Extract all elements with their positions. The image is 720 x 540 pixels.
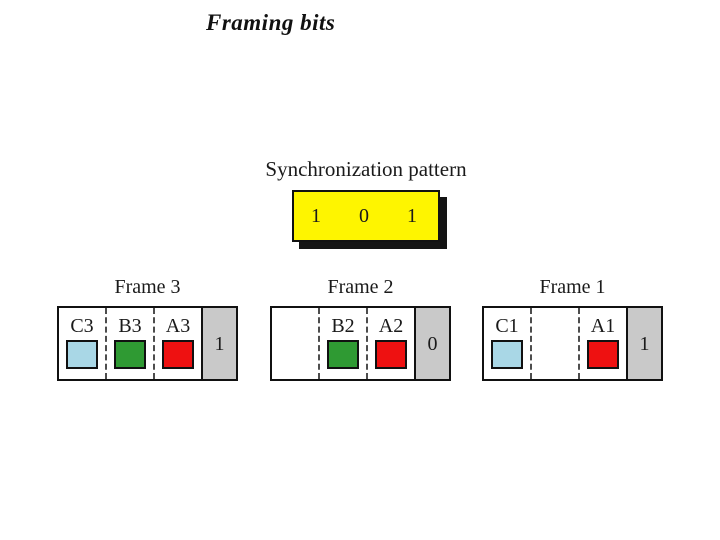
color-square xyxy=(162,340,194,369)
sync-bit: 1 xyxy=(407,205,417,227)
frame-cell: A1 xyxy=(580,308,626,379)
framing-bit-value: 0 xyxy=(427,332,438,355)
framing-bit-value: 1 xyxy=(639,332,650,355)
sync-pattern-box: 1 0 1 xyxy=(292,190,440,242)
cell-label: B3 xyxy=(118,315,142,337)
cell-label: A1 xyxy=(590,315,616,337)
framing-bit-cell: 0 xyxy=(414,308,449,379)
frame-cell xyxy=(532,308,580,379)
cell-label: A3 xyxy=(165,315,191,337)
frame-box: B2 A2 0 xyxy=(270,306,451,381)
cell-label: B2 xyxy=(331,315,355,337)
frame-cell: A2 xyxy=(368,308,414,379)
frame-3: Frame 3 C3 B3 A3 1 xyxy=(57,276,238,381)
sync-bit: 1 xyxy=(311,205,321,227)
frame-label: Frame 1 xyxy=(539,276,606,298)
frame-box: C1 A1 1 xyxy=(482,306,663,381)
frame-cell xyxy=(272,308,320,379)
color-square xyxy=(587,340,619,369)
framing-bit-value: 1 xyxy=(214,332,225,355)
color-square xyxy=(114,340,146,369)
color-square xyxy=(66,340,98,369)
color-square xyxy=(375,340,407,369)
frame-cell: C3 xyxy=(59,308,107,379)
frame-1: Frame 1 C1 A1 1 xyxy=(482,276,663,381)
frame-cell: B2 xyxy=(320,308,368,379)
sync-bit: 0 xyxy=(359,205,369,227)
framing-bit-cell: 1 xyxy=(201,308,236,379)
cell-label: A2 xyxy=(378,315,404,337)
frame-2: Frame 2 B2 A2 0 xyxy=(270,276,451,381)
cell-label: C1 xyxy=(495,315,519,337)
color-square xyxy=(491,340,523,369)
color-square xyxy=(327,340,359,369)
frame-label: Frame 2 xyxy=(327,276,394,298)
frame-cell: C1 xyxy=(484,308,532,379)
sync-pattern-label: Synchronization pattern xyxy=(265,157,467,181)
frame-label: Frame 3 xyxy=(114,276,181,298)
frame-cell: B3 xyxy=(107,308,155,379)
page-title: Framing bits xyxy=(206,10,336,35)
frame-box: C3 B3 A3 1 xyxy=(57,306,238,381)
cell-label: C3 xyxy=(70,315,94,337)
framing-bit-cell: 1 xyxy=(626,308,661,379)
frame-cell: A3 xyxy=(155,308,201,379)
